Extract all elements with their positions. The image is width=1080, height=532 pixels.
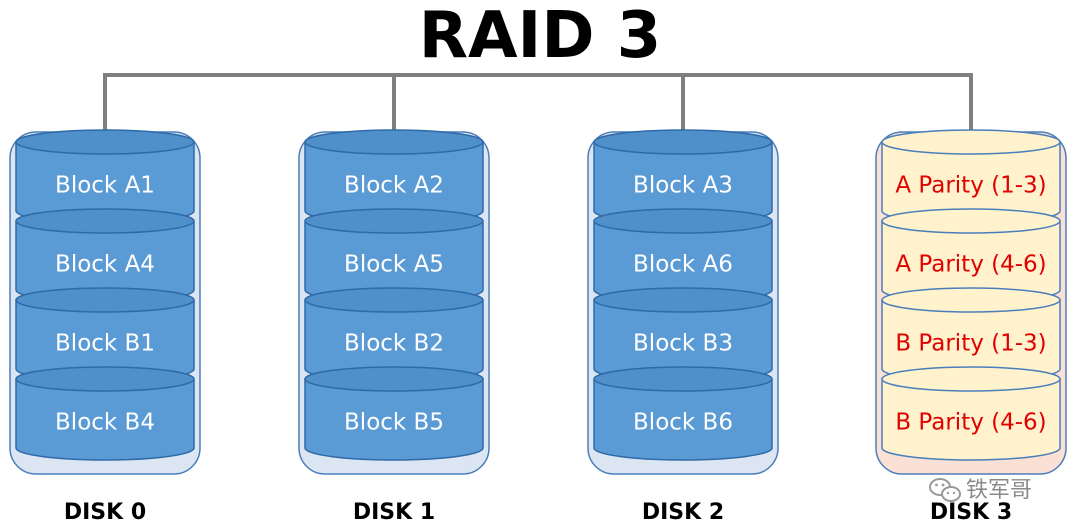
block-label: Block A5	[344, 252, 444, 278]
data-block: Block B5	[304, 366, 484, 461]
data-block: Block B3	[593, 287, 773, 382]
parity-block: B Parity (4-6)	[881, 366, 1061, 461]
block-label: Block A1	[55, 173, 155, 199]
cylinder-body	[15, 378, 195, 461]
cylinder-top	[881, 287, 1061, 313]
cylinder-top	[881, 129, 1061, 155]
cylinder-top	[15, 208, 195, 234]
data-block: Block B1	[15, 287, 195, 382]
block-label: Block B6	[633, 410, 733, 436]
block-label: Block A3	[633, 173, 733, 199]
block-label: B Parity (4-6)	[895, 410, 1046, 436]
cylinder-top	[304, 366, 484, 392]
disk-0: Block A1 Block A4 Block B1 Block B4 DISK 0	[9, 129, 201, 525]
disk-label: DISK 0	[64, 500, 146, 525]
block-label: B Parity (1-3)	[895, 331, 1046, 357]
block-label: Block B1	[55, 331, 155, 357]
cylinder-top	[304, 287, 484, 313]
cylinder-body	[304, 378, 484, 461]
block-label: Block A4	[55, 252, 155, 278]
cylinder-top	[304, 129, 484, 155]
block-label: Block B4	[55, 410, 155, 436]
block-label: Block B3	[633, 331, 733, 357]
data-block: Block B4	[15, 366, 195, 461]
bus-connector	[103, 73, 973, 132]
cylinder-top	[881, 366, 1061, 392]
data-block: Block B2	[304, 287, 484, 382]
cylinder-top	[593, 366, 773, 392]
cylinder-top	[593, 129, 773, 155]
block-label: A Parity (1-3)	[895, 173, 1046, 199]
data-block: Block A4	[15, 208, 195, 303]
diagram-title: RAID 3	[419, 0, 662, 73]
block-label: Block B5	[344, 410, 444, 436]
block-label: Block B2	[344, 331, 444, 357]
disk-label: DISK 1	[353, 500, 435, 525]
wechat-icon	[929, 478, 961, 502]
disk-2: Block A3 Block A6 Block B3 Block B6 DISK 2	[587, 129, 779, 525]
disk-label: DISK 2	[642, 500, 724, 525]
data-block: Block A2	[304, 129, 484, 224]
cylinder-top	[593, 208, 773, 234]
block-label: Block A6	[633, 252, 733, 278]
parity-block: A Parity (1-3)	[881, 129, 1061, 224]
cylinder-body	[593, 378, 773, 461]
cylinder-top	[15, 366, 195, 392]
data-block: Block A3	[593, 129, 773, 224]
parity-block: A Parity (4-6)	[881, 208, 1061, 303]
watermark-text: 铁军哥	[966, 478, 1032, 503]
cylinder-body	[881, 378, 1061, 461]
data-block: Block B6	[593, 366, 773, 461]
cylinder-top	[15, 287, 195, 313]
disk-label: DISK 3	[930, 500, 1012, 525]
cylinder-top	[304, 208, 484, 234]
disk-1: Block A2 Block A5 Block B2 Block B5 DISK 1	[298, 129, 490, 525]
block-label: Block A2	[344, 173, 444, 199]
cylinder-top	[881, 208, 1061, 234]
cylinder-top	[15, 129, 195, 155]
block-label: A Parity (4-6)	[895, 252, 1046, 278]
data-block: Block A6	[593, 208, 773, 303]
watermark: 铁军哥	[929, 478, 1032, 503]
disk-3: A Parity (1-3) A Parity (4-6) B Parity (1-…	[875, 129, 1067, 525]
cylinder-top	[593, 287, 773, 313]
